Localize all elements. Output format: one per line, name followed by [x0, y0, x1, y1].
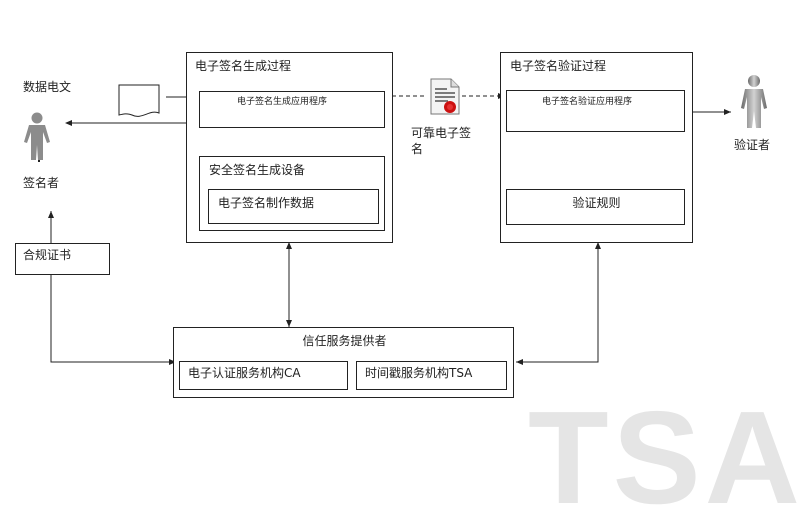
document-icon: [118, 84, 160, 117]
secure-device-label: 安全签名生成设备: [209, 163, 306, 177]
verifier-person-icon: [741, 75, 767, 128]
arrow-cert-ca: [50, 275, 176, 365]
tsa-label: 时间戳服务机构TSA: [365, 366, 473, 380]
verification-app-label: 电子签名验证应用程序: [542, 97, 633, 107]
compliant-cert-box: 合规证书: [15, 243, 110, 275]
verification-process-title: 电子签名验证过程: [510, 59, 607, 73]
signer-label: 签名者: [23, 176, 60, 190]
arrow-verify-trust: [516, 242, 601, 365]
compliant-cert-label: 合规证书: [23, 248, 72, 262]
creation-data-box: 电子签名制作数据: [208, 189, 379, 224]
signer-person-icon: [24, 112, 50, 160]
generation-app-box: 电子签名生成应用程序: [199, 91, 385, 128]
generation-process-title: 电子签名生成过程: [195, 59, 292, 73]
signer-dot: [38, 160, 40, 162]
verification-rules-label: 验证规则: [572, 196, 621, 210]
tsa-box: 时间戳服务机构TSA: [356, 361, 507, 390]
watermark-text: TSA: [528, 384, 804, 531]
verifier-label: 验证者: [734, 138, 771, 152]
ca-box: 电子认证服务机构CA: [179, 361, 348, 390]
data-message-label: 数据电文: [23, 80, 72, 94]
certificate-icon: [430, 78, 460, 115]
trust-provider-title: 信任服务提供者: [302, 334, 387, 348]
reliable-signature-label-line2: 名: [411, 142, 424, 156]
generation-app-label: 电子签名生成应用程序: [237, 97, 328, 107]
ca-label: 电子认证服务机构CA: [188, 366, 301, 380]
verification-rules-box: 验证规则: [506, 189, 685, 225]
verification-app-box: 电子签名验证应用程序: [506, 90, 685, 132]
creation-data-label: 电子签名制作数据: [218, 196, 315, 210]
reliable-signature-label-line1: 可靠电子签: [411, 126, 472, 140]
